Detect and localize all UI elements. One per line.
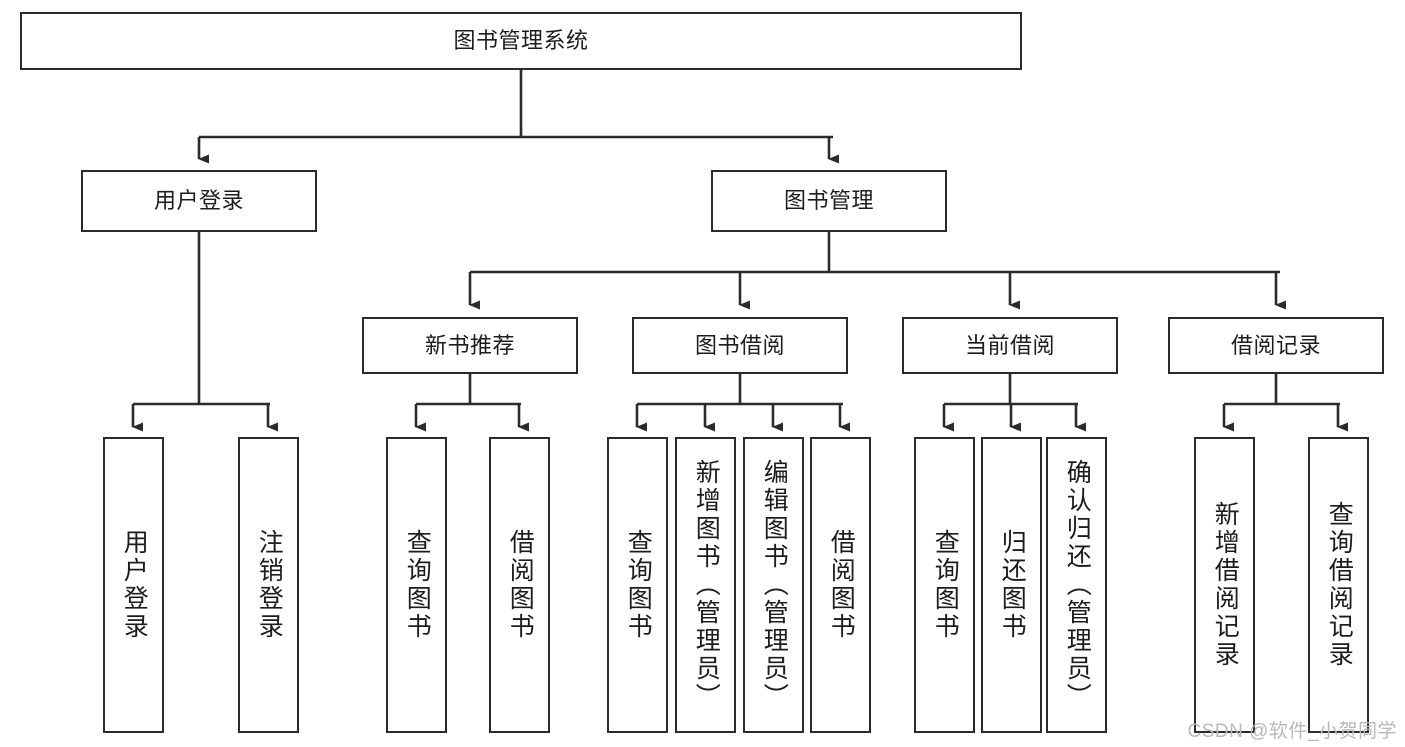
node-borrow-record[interactable]: 借阅记录	[1168, 317, 1384, 374]
node-book-manage[interactable]: 图书管理	[711, 170, 947, 232]
node-book-manage-label: 图书管理	[783, 188, 874, 214]
leaf-query-book-3[interactable]: 查询图书	[914, 437, 975, 733]
leaf-query-book-2[interactable]: 查询图书	[607, 437, 668, 733]
leaf-add-book-label: 新增图书（管理员）	[692, 459, 721, 711]
leaf-add-book[interactable]: 新增图书（管理员）	[675, 437, 736, 733]
leaf-query-record-label: 查询借阅记录	[1325, 501, 1354, 669]
leaf-user-login-label: 用户登录	[120, 529, 149, 641]
leaf-edit-book-label: 编辑图书（管理员）	[760, 459, 789, 711]
leaf-query-book-3-label: 查询图书	[931, 529, 960, 641]
leaf-return-book-label: 归还图书	[998, 529, 1027, 641]
leaf-user-login[interactable]: 用户登录	[103, 437, 164, 733]
leaf-query-record[interactable]: 查询借阅记录	[1308, 437, 1369, 733]
leaf-query-book-1-label: 查询图书	[403, 529, 432, 641]
node-book-borrow-label: 图书借阅	[694, 332, 785, 358]
node-new-book-recommend-label: 新书推荐	[424, 332, 515, 358]
leaf-edit-book[interactable]: 编辑图书（管理员）	[743, 437, 804, 733]
leaf-add-record[interactable]: 新增借阅记录	[1194, 437, 1255, 733]
leaf-borrow-book-2[interactable]: 借阅图书	[810, 437, 871, 733]
leaf-borrow-book-1[interactable]: 借阅图书	[489, 437, 550, 733]
leaf-borrow-book-1-label: 借阅图书	[506, 529, 535, 641]
node-current-borrow[interactable]: 当前借阅	[902, 317, 1118, 374]
leaf-add-record-label: 新增借阅记录	[1211, 501, 1240, 669]
leaf-user-logout-label: 注销登录	[255, 529, 284, 641]
leaf-borrow-book-2-label: 借阅图书	[827, 529, 856, 641]
node-book-borrow[interactable]: 图书借阅	[632, 317, 848, 374]
node-root-label: 图书管理系统	[453, 28, 589, 54]
node-root[interactable]: 图书管理系统	[20, 12, 1022, 70]
leaf-confirm-return-label: 确认归还（管理员）	[1063, 459, 1092, 711]
node-user-login[interactable]: 用户登录	[81, 170, 317, 232]
leaf-query-book-1[interactable]: 查询图书	[386, 437, 447, 733]
watermark: CSDN @软件_小贺同学	[1187, 721, 1397, 742]
leaf-query-book-2-label: 查询图书	[624, 529, 653, 641]
node-current-borrow-label: 当前借阅	[964, 332, 1055, 358]
leaf-return-book[interactable]: 归还图书	[981, 437, 1042, 733]
leaf-user-logout[interactable]: 注销登录	[238, 437, 299, 733]
leaf-confirm-return[interactable]: 确认归还（管理员）	[1046, 437, 1107, 733]
node-borrow-record-label: 借阅记录	[1230, 332, 1321, 358]
node-user-login-label: 用户登录	[153, 188, 244, 214]
node-new-book-recommend[interactable]: 新书推荐	[362, 317, 578, 374]
